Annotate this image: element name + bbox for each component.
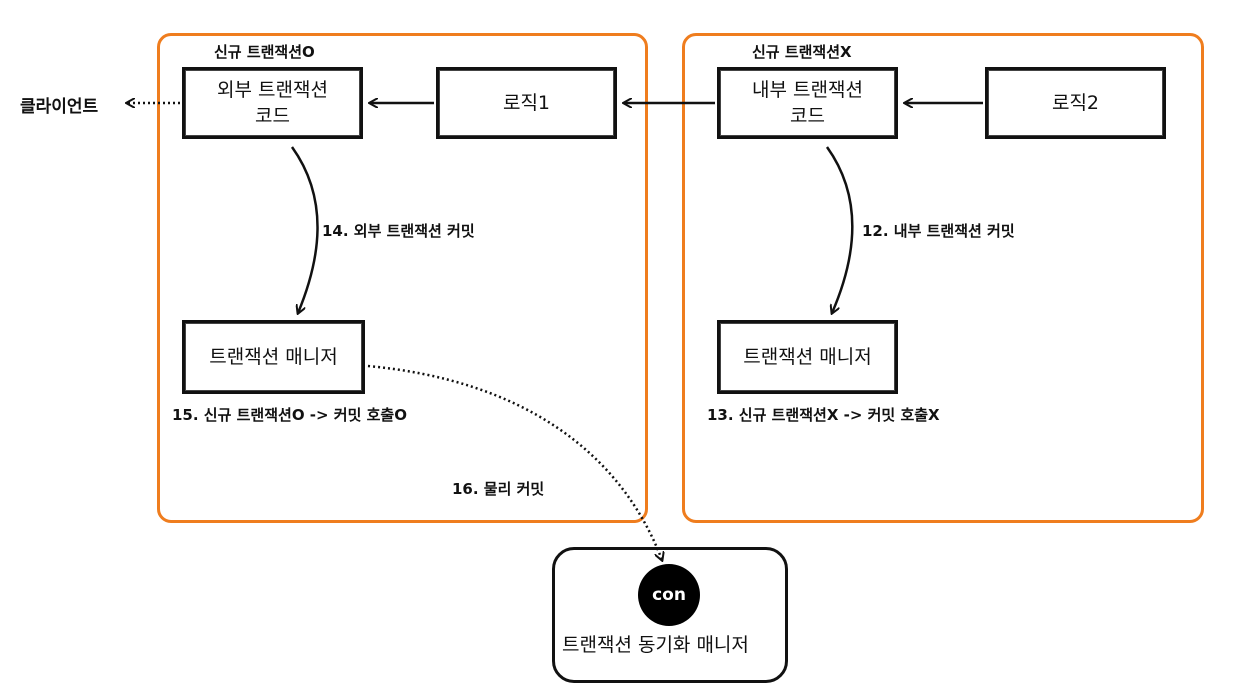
inner-transaction-code-text: 내부 트랜잭션 코드 (752, 79, 863, 127)
inner-group-label: 신규 트랜잭션X (752, 43, 852, 61)
transaction-sync-manager-title: 트랜잭션 동기화 매니저 (562, 634, 749, 656)
step-15-label: 15. 신규 트랜잭션O -> 커밋 호출O (172, 406, 407, 424)
logic1-text: 로직1 (502, 92, 551, 114)
inner-transaction-manager-box: 트랜잭션 매니저 (717, 320, 898, 394)
outer-group-label: 신규 트랜잭션O (214, 43, 315, 61)
arrow-inner-commit (825, 146, 854, 313)
step-12-label: 12. 내부 트랜잭션 커밋 (862, 222, 1015, 240)
inner-transaction-manager-text: 트랜잭션 매니저 (743, 346, 872, 368)
outer-transaction-code-box: 외부 트랜잭션 코드 (182, 67, 363, 139)
outer-transaction-code-text: 외부 트랜잭션 코드 (217, 79, 328, 127)
outer-transaction-manager-box: 트랜잭션 매니저 (182, 320, 365, 394)
logic2-text: 로직2 (1051, 92, 1100, 114)
arrow-outer-commit (290, 146, 319, 313)
inner-transaction-group (682, 33, 1204, 523)
connection-icon: con (638, 564, 700, 626)
step-14-label: 14. 외부 트랜잭션 커밋 (322, 222, 475, 240)
step-13-label: 13. 신규 트랜잭션X -> 커밋 호출X (707, 406, 940, 424)
step-16-label: 16. 물리 커밋 (452, 480, 545, 498)
connection-label: con (652, 585, 686, 605)
inner-transaction-code-box: 내부 트랜잭션 코드 (717, 67, 898, 139)
arrow-physical-commit (367, 364, 662, 560)
logic1-box: 로직1 (436, 67, 617, 139)
logic2-box: 로직2 (985, 67, 1166, 139)
outer-transaction-group (157, 33, 648, 523)
client-label: 클라이언트 (20, 97, 99, 117)
outer-transaction-manager-text: 트랜잭션 매니저 (209, 346, 338, 368)
